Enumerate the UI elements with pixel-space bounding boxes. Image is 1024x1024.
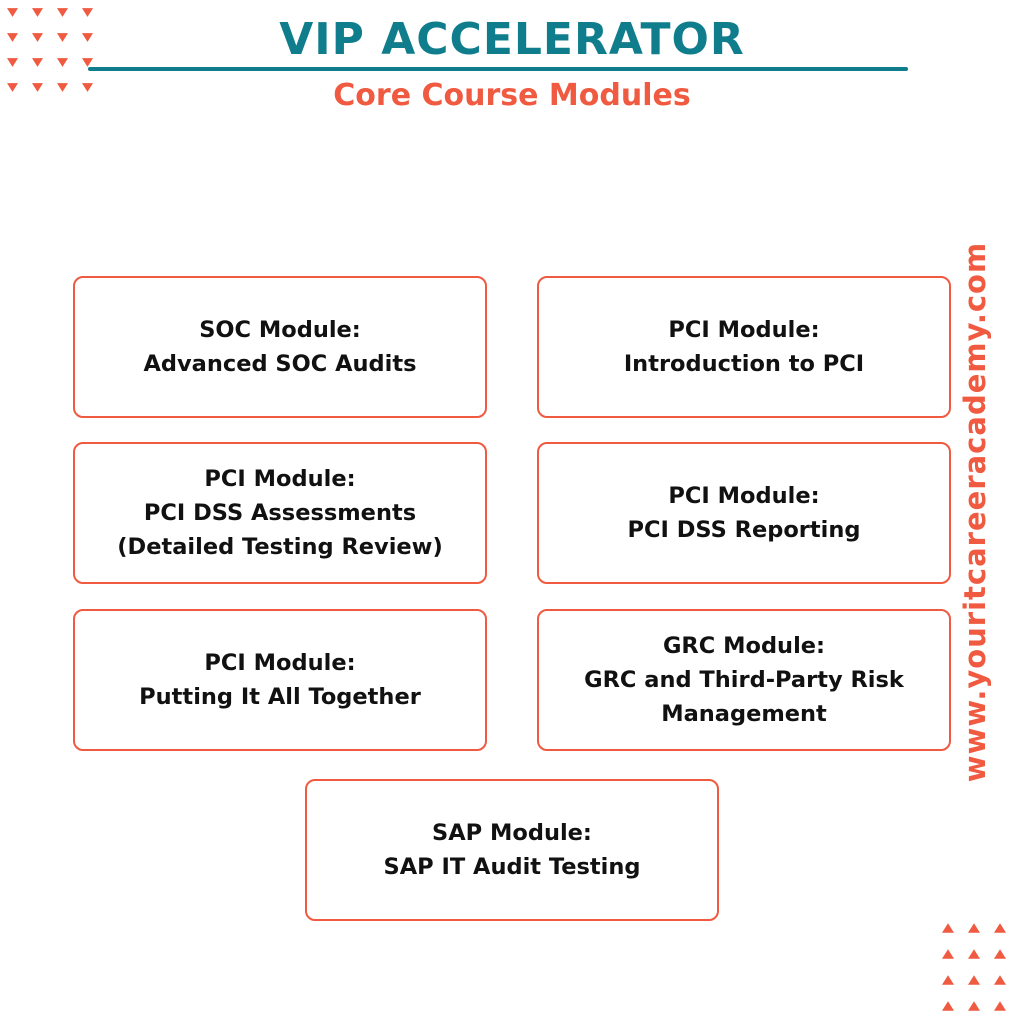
- page-subtitle: Core Course Modules: [333, 78, 691, 113]
- module-card-grc-third-party-risk[interactable]: GRC Module: GRC and Third-Party Risk Man…: [537, 609, 951, 751]
- module-card-title: SAP IT Audit Testing: [383, 854, 641, 880]
- up-triangle-icon: [994, 975, 1006, 985]
- up-triangle-icon: [968, 1001, 980, 1011]
- module-card-title: PCI DSS Assessments: [143, 500, 417, 526]
- down-triangle-icon: [57, 58, 68, 67]
- module-card-soc-advanced-audits[interactable]: SOC Module: Advanced SOC Audits: [73, 276, 487, 418]
- up-triangle-icon: [942, 1001, 954, 1011]
- module-card-title: PCI DSS Reporting: [627, 517, 861, 543]
- down-triangle-icon: [32, 33, 43, 42]
- down-triangle-icon: [57, 8, 68, 17]
- down-triangle-icon: [57, 83, 68, 92]
- down-triangle-icon: [7, 33, 18, 42]
- down-triangle-icon: [7, 58, 18, 67]
- up-triangle-icon: [994, 923, 1006, 933]
- up-triangle-icon: [994, 1001, 1006, 1011]
- down-triangle-pattern-icon: [0, 0, 100, 100]
- down-triangle-icon: [32, 8, 43, 17]
- up-triangle-icon: [994, 949, 1006, 959]
- module-card-category: GRC Module:: [662, 633, 826, 659]
- up-triangle-icon: [942, 923, 954, 933]
- up-triangle-grid: [942, 923, 1006, 1011]
- module-card-category: SOC Module:: [199, 317, 361, 343]
- down-triangle-icon: [7, 8, 18, 17]
- module-card-pci-putting-it-together[interactable]: PCI Module: Putting It All Together: [73, 609, 487, 751]
- down-triangle-icon: [82, 83, 93, 92]
- down-triangle-icon: [32, 58, 43, 67]
- up-triangle-icon: [968, 923, 980, 933]
- module-card-pci-introduction[interactable]: PCI Module: Introduction to PCI: [537, 276, 951, 418]
- down-triangle-icon: [82, 33, 93, 42]
- down-triangle-icon: [57, 33, 68, 42]
- down-triangle-grid: [7, 8, 93, 92]
- module-card-title: Putting It All Together: [139, 684, 421, 710]
- module-card-category: SAP Module:: [432, 820, 592, 846]
- module-card-title: Introduction to PCI: [623, 351, 865, 377]
- module-card-category: PCI Module:: [668, 483, 820, 509]
- module-card-title: Advanced SOC Audits: [143, 351, 417, 377]
- module-card-title-continued: Management: [661, 701, 827, 727]
- module-card-category: PCI Module:: [204, 466, 356, 492]
- title-underline: [88, 67, 908, 71]
- down-triangle-icon: [82, 58, 93, 67]
- module-card-pci-dss-assessments[interactable]: PCI Module: PCI DSS Assessments (Detaile…: [73, 442, 487, 584]
- up-triangle-icon: [942, 949, 954, 959]
- up-triangle-icon: [942, 975, 954, 985]
- down-triangle-icon: [7, 83, 18, 92]
- up-triangle-icon: [968, 949, 980, 959]
- module-card-category: PCI Module:: [204, 650, 356, 676]
- down-triangle-icon: [32, 83, 43, 92]
- up-triangle-pattern-icon: [935, 915, 1013, 1019]
- module-card-title-continued: (Detailed Testing Review): [117, 534, 443, 560]
- module-card-title: GRC and Third-Party Risk: [584, 667, 904, 693]
- website-url: www.youritcareeracademy.com: [958, 241, 992, 783]
- module-card-category: PCI Module:: [668, 317, 820, 343]
- down-triangle-icon: [82, 8, 93, 17]
- page-title: VIP ACCELERATOR: [279, 14, 745, 65]
- module-card-sap-it-audit-testing[interactable]: SAP Module: SAP IT Audit Testing: [305, 779, 719, 921]
- module-card-pci-dss-reporting[interactable]: PCI Module: PCI DSS Reporting: [537, 442, 951, 584]
- up-triangle-icon: [968, 975, 980, 985]
